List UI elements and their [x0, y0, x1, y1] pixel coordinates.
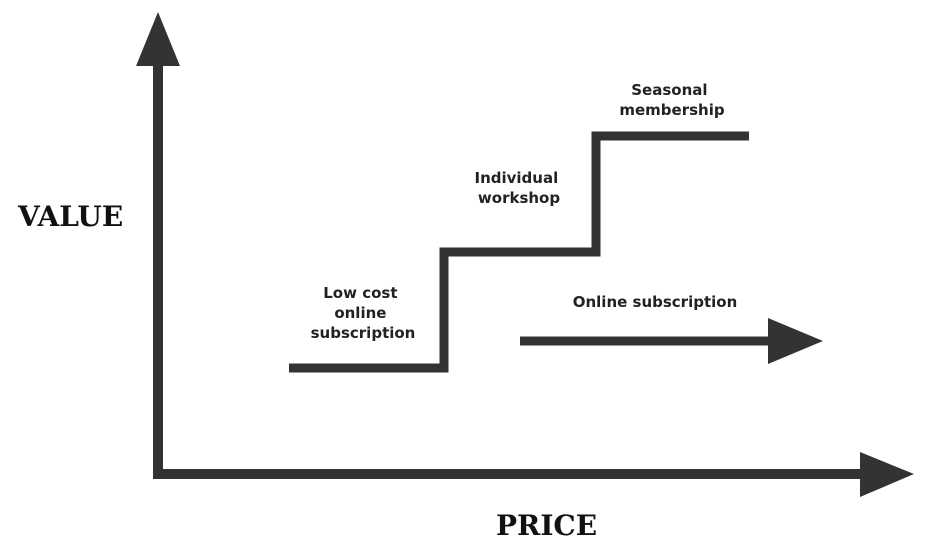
value-staircase-line [289, 131, 749, 373]
step-label-individual-workshop: Individual workshop [475, 169, 564, 207]
x-axis-arrowhead-icon [860, 452, 914, 497]
y-axis-label: VALUE [17, 200, 123, 233]
step-label-low-cost: Low cost online subscription [311, 284, 416, 342]
x-axis-label: PRICE [496, 509, 597, 542]
step-label-seasonal-membership: Seasonal membership [619, 81, 724, 119]
online-subscription-arrowhead-icon [768, 318, 823, 364]
y-axis-arrowhead-icon [136, 12, 180, 66]
online-subscription-label: Online subscription [573, 293, 738, 311]
